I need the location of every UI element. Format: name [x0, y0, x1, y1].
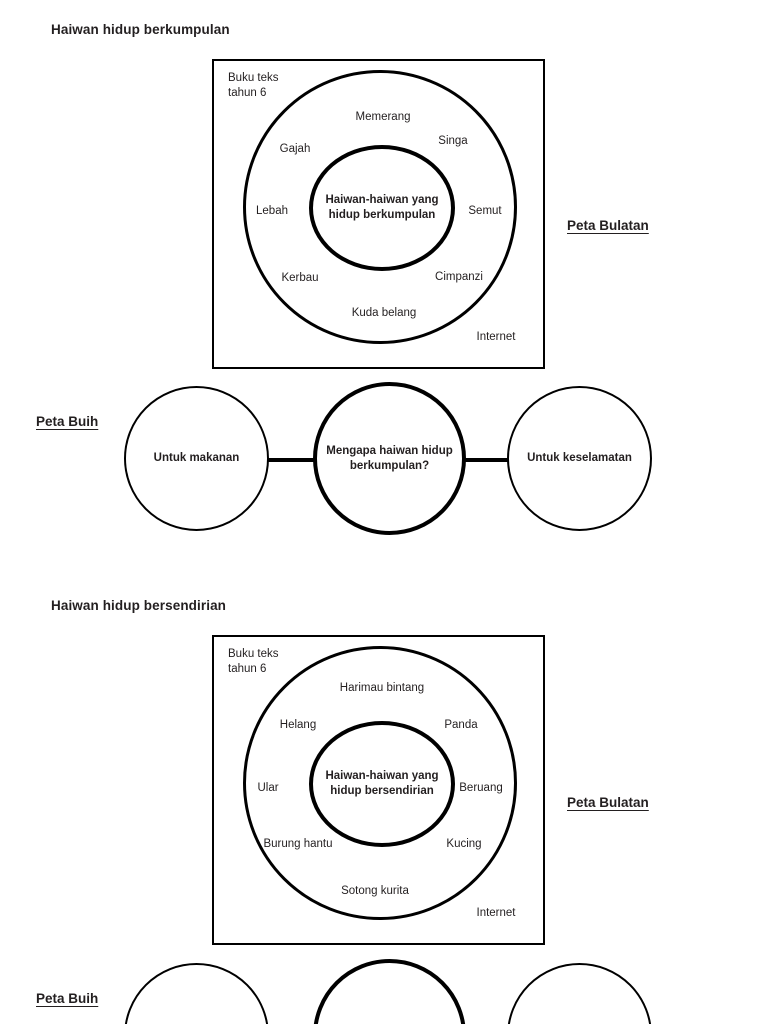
circle-map-outer-circle: [243, 70, 517, 344]
circle-map-solitary-living: Buku teks tahun 6 Haiwan-haiwan yang hid…: [212, 635, 545, 945]
circle-map-item: Sotong kurita: [341, 885, 409, 897]
side-label-peta-bulatan-2: Peta Bulatan: [567, 795, 649, 810]
circle-map-item: Harimau bintang: [339, 682, 425, 694]
circle-map-item: Singa: [438, 135, 468, 147]
circle-map-item: Internet: [476, 331, 516, 343]
side-label-peta-buih-2: Peta Buih: [36, 991, 99, 1006]
circle-map-outer-circle: [243, 646, 517, 920]
circle-map-item: Cimpanzi: [435, 271, 483, 283]
bubble-center-question: Mengapa haiwan hidup berkumpulan?: [313, 382, 466, 535]
circle-map-item: Helang: [279, 719, 317, 731]
circle-map-item: Beruang: [459, 782, 503, 794]
circle-map-item: Burung hantu: [263, 838, 333, 850]
circle-map-source-note: Buku teks tahun 6: [228, 648, 279, 675]
circle-map-item: Kuda belang: [351, 307, 417, 319]
bubble-connector-right: [460, 458, 516, 462]
circle-map-item: Panda: [444, 719, 478, 731]
bubble-untuk-keselamatan: Untuk keselamatan: [507, 386, 652, 531]
circle-map-center-label: Haiwan-haiwan yang hidup bersendirian: [325, 770, 439, 797]
circle-map-source-note: Buku teks tahun 6: [228, 72, 279, 99]
bubble-center-label: Mengapa haiwan hidup berkumpulan?: [326, 444, 453, 472]
bubble-label: Untuk keselamatan: [527, 452, 632, 464]
circle-map-item: Gajah: [279, 143, 311, 155]
bubble-right-2: [507, 963, 652, 1024]
bubble-map-group-living: Untuk makanan Mengapa haiwan hidup berku…: [0, 382, 768, 542]
bubble-center-question-2: [313, 959, 466, 1024]
bubble-untuk-makanan: Untuk makanan: [124, 386, 269, 531]
side-label-peta-buih-1: Peta Buih: [36, 414, 99, 429]
circle-map-center-label: Haiwan-haiwan yang hidup berkumpulan: [325, 194, 439, 221]
bubble-map-solitary-living: Untuk mengelakkan: [0, 959, 768, 1024]
circle-map-item: Kucing: [446, 838, 482, 850]
circle-map-inner-circle: Haiwan-haiwan yang hidup berkumpulan: [309, 145, 455, 271]
section-heading-solitary-living: Haiwan hidup bersendirian: [51, 598, 227, 613]
section-heading-group-living: Haiwan hidup berkumpulan: [51, 22, 230, 37]
bubble-connector-left: [262, 458, 320, 462]
side-label-peta-bulatan-1: Peta Bulatan: [567, 218, 649, 233]
circle-map-item: Internet: [476, 907, 516, 919]
circle-map-group-living: Buku teks tahun 6 Haiwan-haiwan yang hid…: [212, 59, 545, 369]
circle-map-item: Kerbau: [281, 272, 319, 284]
circle-map-item: Semut: [468, 205, 502, 217]
circle-map-item: Memerang: [355, 111, 411, 123]
bubble-untuk-mengelakkan: Untuk mengelakkan: [124, 963, 269, 1024]
circle-map-item: Lebah: [256, 205, 288, 217]
circle-map-inner-circle: Haiwan-haiwan yang hidup bersendirian: [309, 721, 455, 847]
bubble-label: Untuk makanan: [153, 452, 240, 464]
circle-map-item: Ular: [257, 782, 279, 794]
